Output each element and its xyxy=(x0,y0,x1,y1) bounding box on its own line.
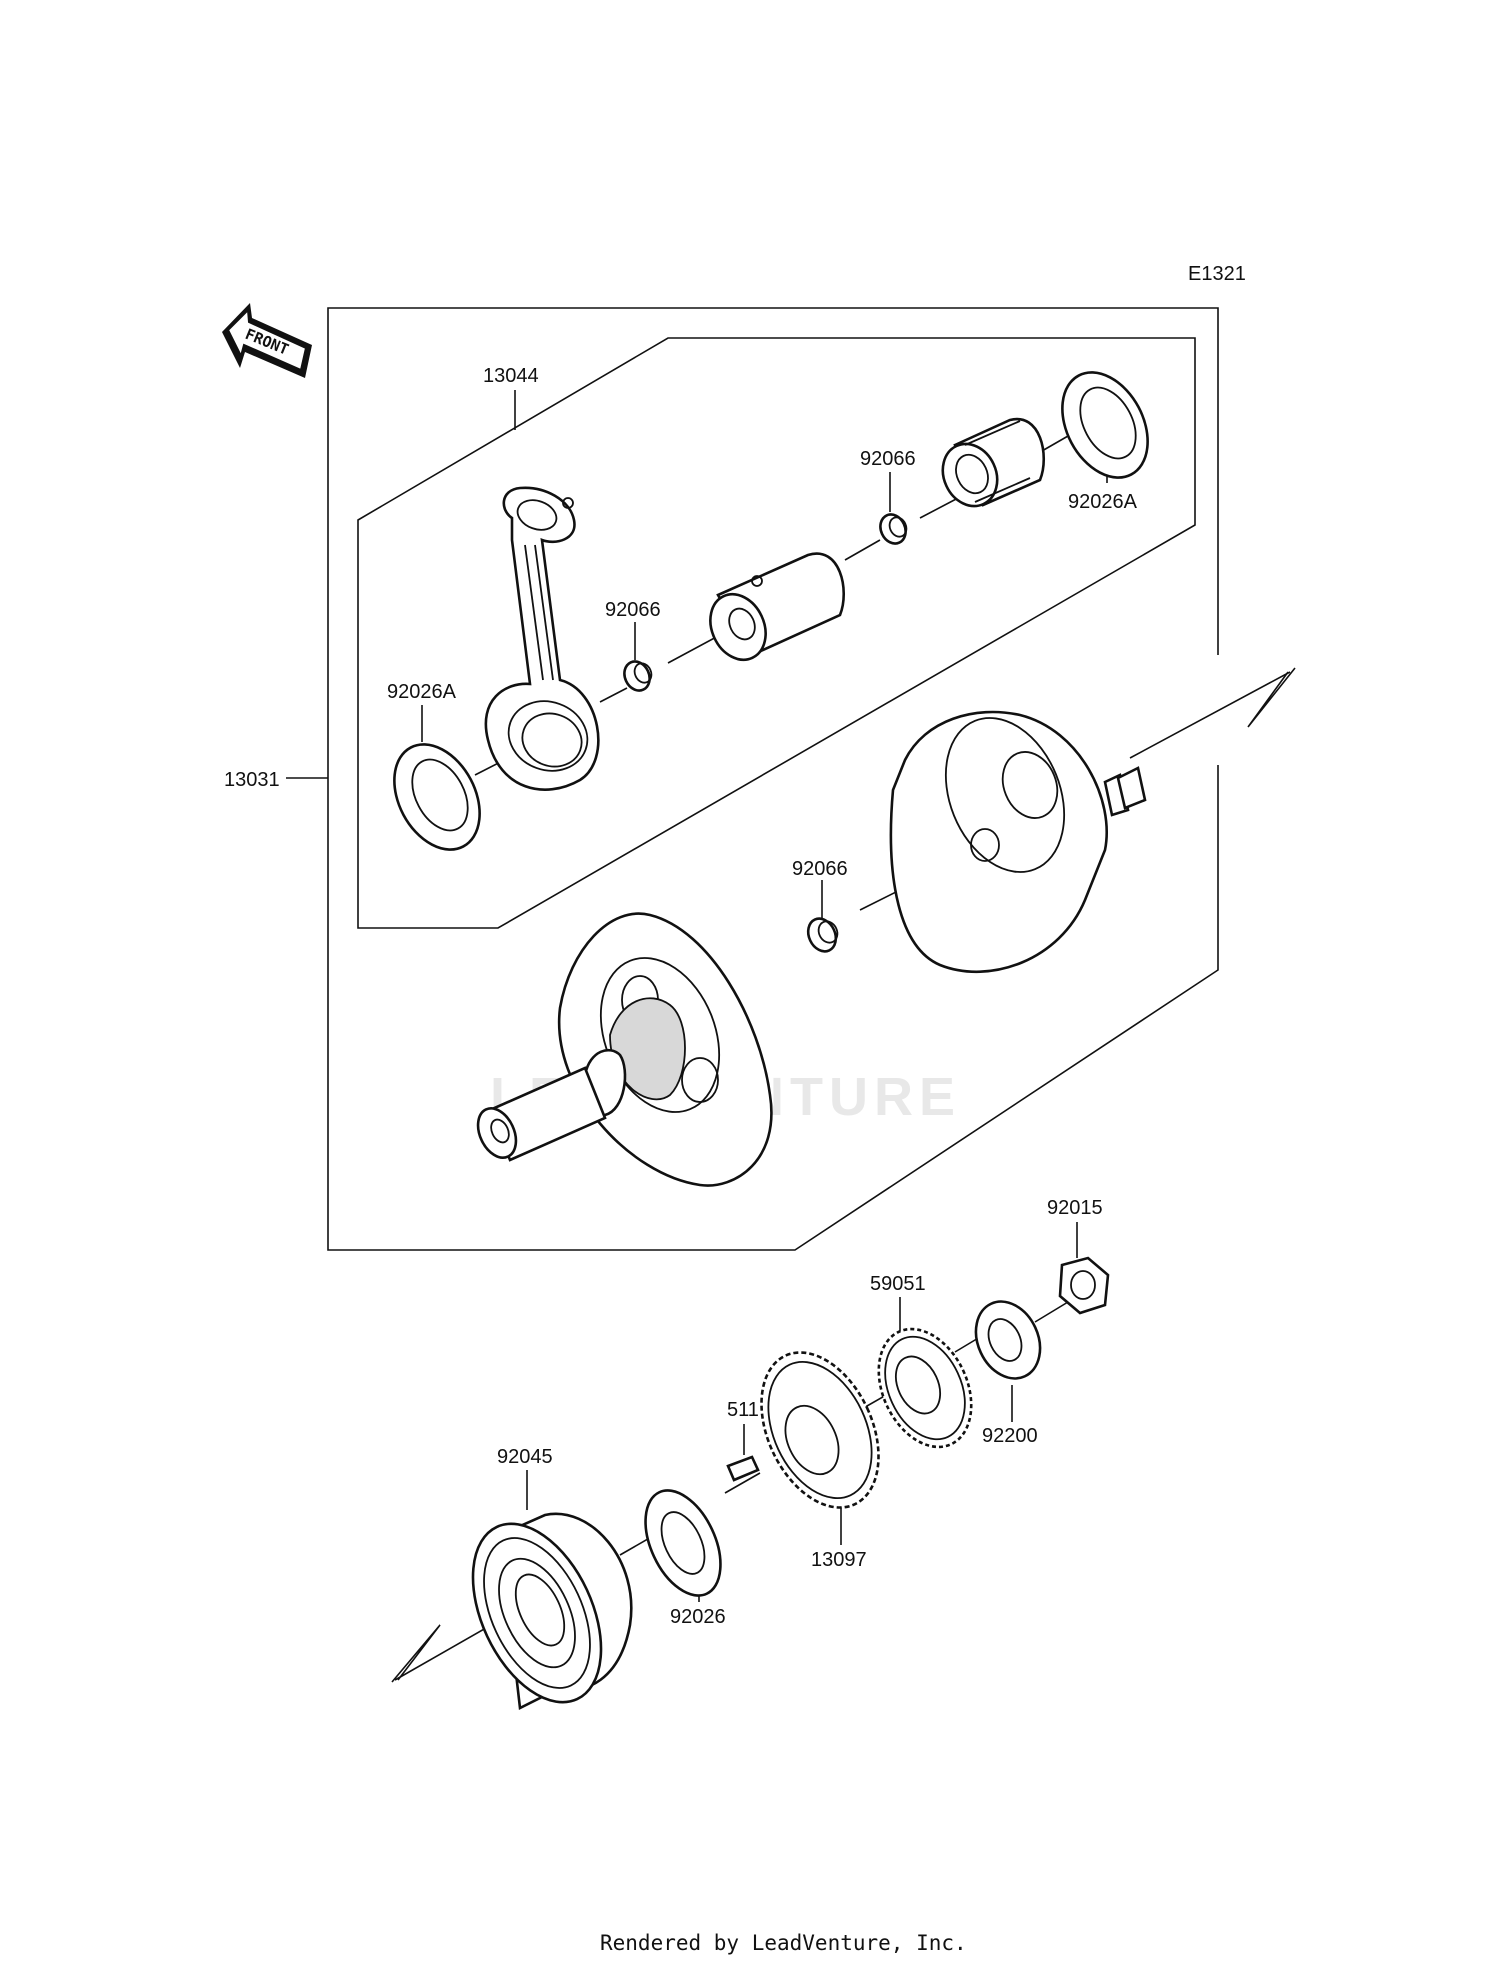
label-92015: 92015 xyxy=(1047,1197,1103,1219)
nut xyxy=(1058,1256,1110,1315)
diagram-code: E1321 xyxy=(1188,263,1246,285)
bushing-c xyxy=(806,917,839,953)
lock-washer xyxy=(974,1300,1042,1380)
bushing-a xyxy=(623,660,653,692)
label-13097: 13097 xyxy=(811,1549,867,1571)
connecting-rod xyxy=(484,486,600,791)
ball-bearing xyxy=(471,1512,633,1710)
bushing-b xyxy=(879,513,908,545)
gear-13097 xyxy=(760,1351,880,1509)
label-92200: 92200 xyxy=(982,1425,1038,1447)
label-92026A-right: 92026A xyxy=(1068,491,1138,513)
front-arrow-icon: FRONT xyxy=(222,303,312,378)
label-92026: 92026 xyxy=(670,1606,726,1628)
crank-pin xyxy=(709,552,845,662)
crank-web-right xyxy=(889,710,1147,974)
thrust-washer-left xyxy=(393,743,481,851)
label-92066-b: 92066 xyxy=(605,599,661,621)
label-511: 511 xyxy=(727,1399,759,1421)
washer-92026 xyxy=(644,1489,722,1597)
label-13031: 13031 xyxy=(224,769,280,791)
crank-web-left xyxy=(476,912,773,1187)
crankshaft-assembly-frame xyxy=(327,307,1219,1251)
label-92026A-left: 92026A xyxy=(387,681,457,703)
label-13044: 13044 xyxy=(483,365,539,387)
needle-bearing xyxy=(941,417,1046,508)
gear-59051 xyxy=(877,1327,973,1449)
label-92045: 92045 xyxy=(497,1446,553,1468)
connecting-rod-assembly-frame xyxy=(357,337,1196,929)
label-92066-a: 92066 xyxy=(860,448,916,470)
label-92066-c: 92066 xyxy=(792,858,848,880)
label-59051: 59051 xyxy=(870,1273,926,1295)
key xyxy=(726,1455,760,1482)
footer-credit: Rendered by LeadVenture, Inc. xyxy=(600,1931,967,1955)
thrust-washer-right xyxy=(1061,371,1149,479)
